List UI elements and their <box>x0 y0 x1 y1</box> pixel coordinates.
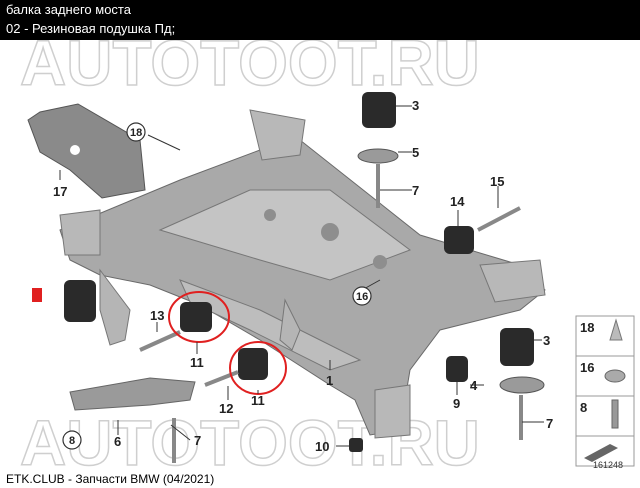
cap-10 <box>349 438 363 452</box>
callout-7-top: 7 <box>412 183 419 198</box>
legend-label-18: 18 <box>580 320 594 335</box>
callout-17: 17 <box>53 184 67 199</box>
ring-callout-16: 16 <box>352 286 372 306</box>
bolt-13 <box>139 330 181 352</box>
bolt-12 <box>204 370 239 387</box>
bracket-6 <box>69 377 196 411</box>
rubber-mount-left <box>64 280 96 322</box>
callout-10: 10 <box>315 439 329 454</box>
callout-7-left: 7 <box>194 433 201 448</box>
ring-callout-8: 8 <box>62 430 82 450</box>
callout-6: 6 <box>114 434 121 449</box>
legend-box-8 <box>575 395 635 437</box>
diagram-id: 161248 <box>593 460 623 470</box>
legend-icon-8 <box>611 399 619 429</box>
bushing-14 <box>444 226 474 254</box>
header-bar: балка заднего моста 02 - Резиновая подуш… <box>0 0 640 40</box>
rubber-mount-3-bottom <box>500 328 534 366</box>
legend-panel: 18 16 8 161248 <box>575 315 635 470</box>
legend-arrow-icon <box>584 444 618 462</box>
highlight-ring-left <box>168 291 230 343</box>
callout-12: 12 <box>219 401 233 416</box>
callout-7-right: 7 <box>546 416 553 431</box>
ring-callout-18: 18 <box>126 122 146 142</box>
callout-9: 9 <box>453 396 460 411</box>
callout-14: 14 <box>450 194 465 209</box>
svg-text:18: 18 <box>130 127 142 139</box>
watermark-bottom: AUTOTOOT.RU <box>20 407 480 470</box>
callout-3-top: 3 <box>412 98 419 113</box>
washer-4 <box>499 376 545 394</box>
callout-11-right: 11 <box>251 393 265 408</box>
legend-icon-18 <box>609 318 623 341</box>
callout-15: 15 <box>490 174 504 189</box>
callout-4: 4 <box>470 378 478 393</box>
red-marker <box>32 288 42 302</box>
bracket-17 <box>27 103 146 199</box>
footer-text: ETK.CLUB - Запчасти BMW (04/2021) <box>6 472 215 486</box>
part-subtitle: 02 - Резиновая подушка Пд; <box>6 21 176 36</box>
bolt-7-right <box>519 395 523 440</box>
bushings <box>64 92 545 463</box>
bushing-9 <box>446 356 468 382</box>
callout-1: 1 <box>326 373 333 388</box>
callout-3-bottom: 3 <box>543 333 550 348</box>
parts-diagram: AUTOTOOT.RU AUTOTOOT.RU <box>19 40 635 470</box>
legend-label-16: 16 <box>580 360 594 375</box>
page-title: балка заднего моста <box>6 2 131 17</box>
svg-text:8: 8 <box>69 435 75 447</box>
bolt-7-top <box>376 164 380 208</box>
bushing-13 <box>180 302 212 332</box>
watermark-top: AUTOTOOT.RU <box>20 40 480 99</box>
bolt-15 <box>477 206 521 232</box>
bolt-7-left <box>172 418 176 463</box>
legend-box-18 <box>575 315 635 357</box>
callout-11-left: 11 <box>190 355 204 370</box>
legend-icon-16 <box>604 369 626 383</box>
legend-label-8: 8 <box>580 400 587 415</box>
callout-13: 13 <box>150 308 164 323</box>
bushing-12 <box>238 348 268 380</box>
leader-lines <box>59 105 544 447</box>
svg-text:16: 16 <box>356 291 368 303</box>
callout-5: 5 <box>412 145 419 160</box>
washer-5 <box>357 148 399 164</box>
rubber-mount-3-top <box>362 92 396 128</box>
axle-carrier-frame <box>59 109 546 439</box>
